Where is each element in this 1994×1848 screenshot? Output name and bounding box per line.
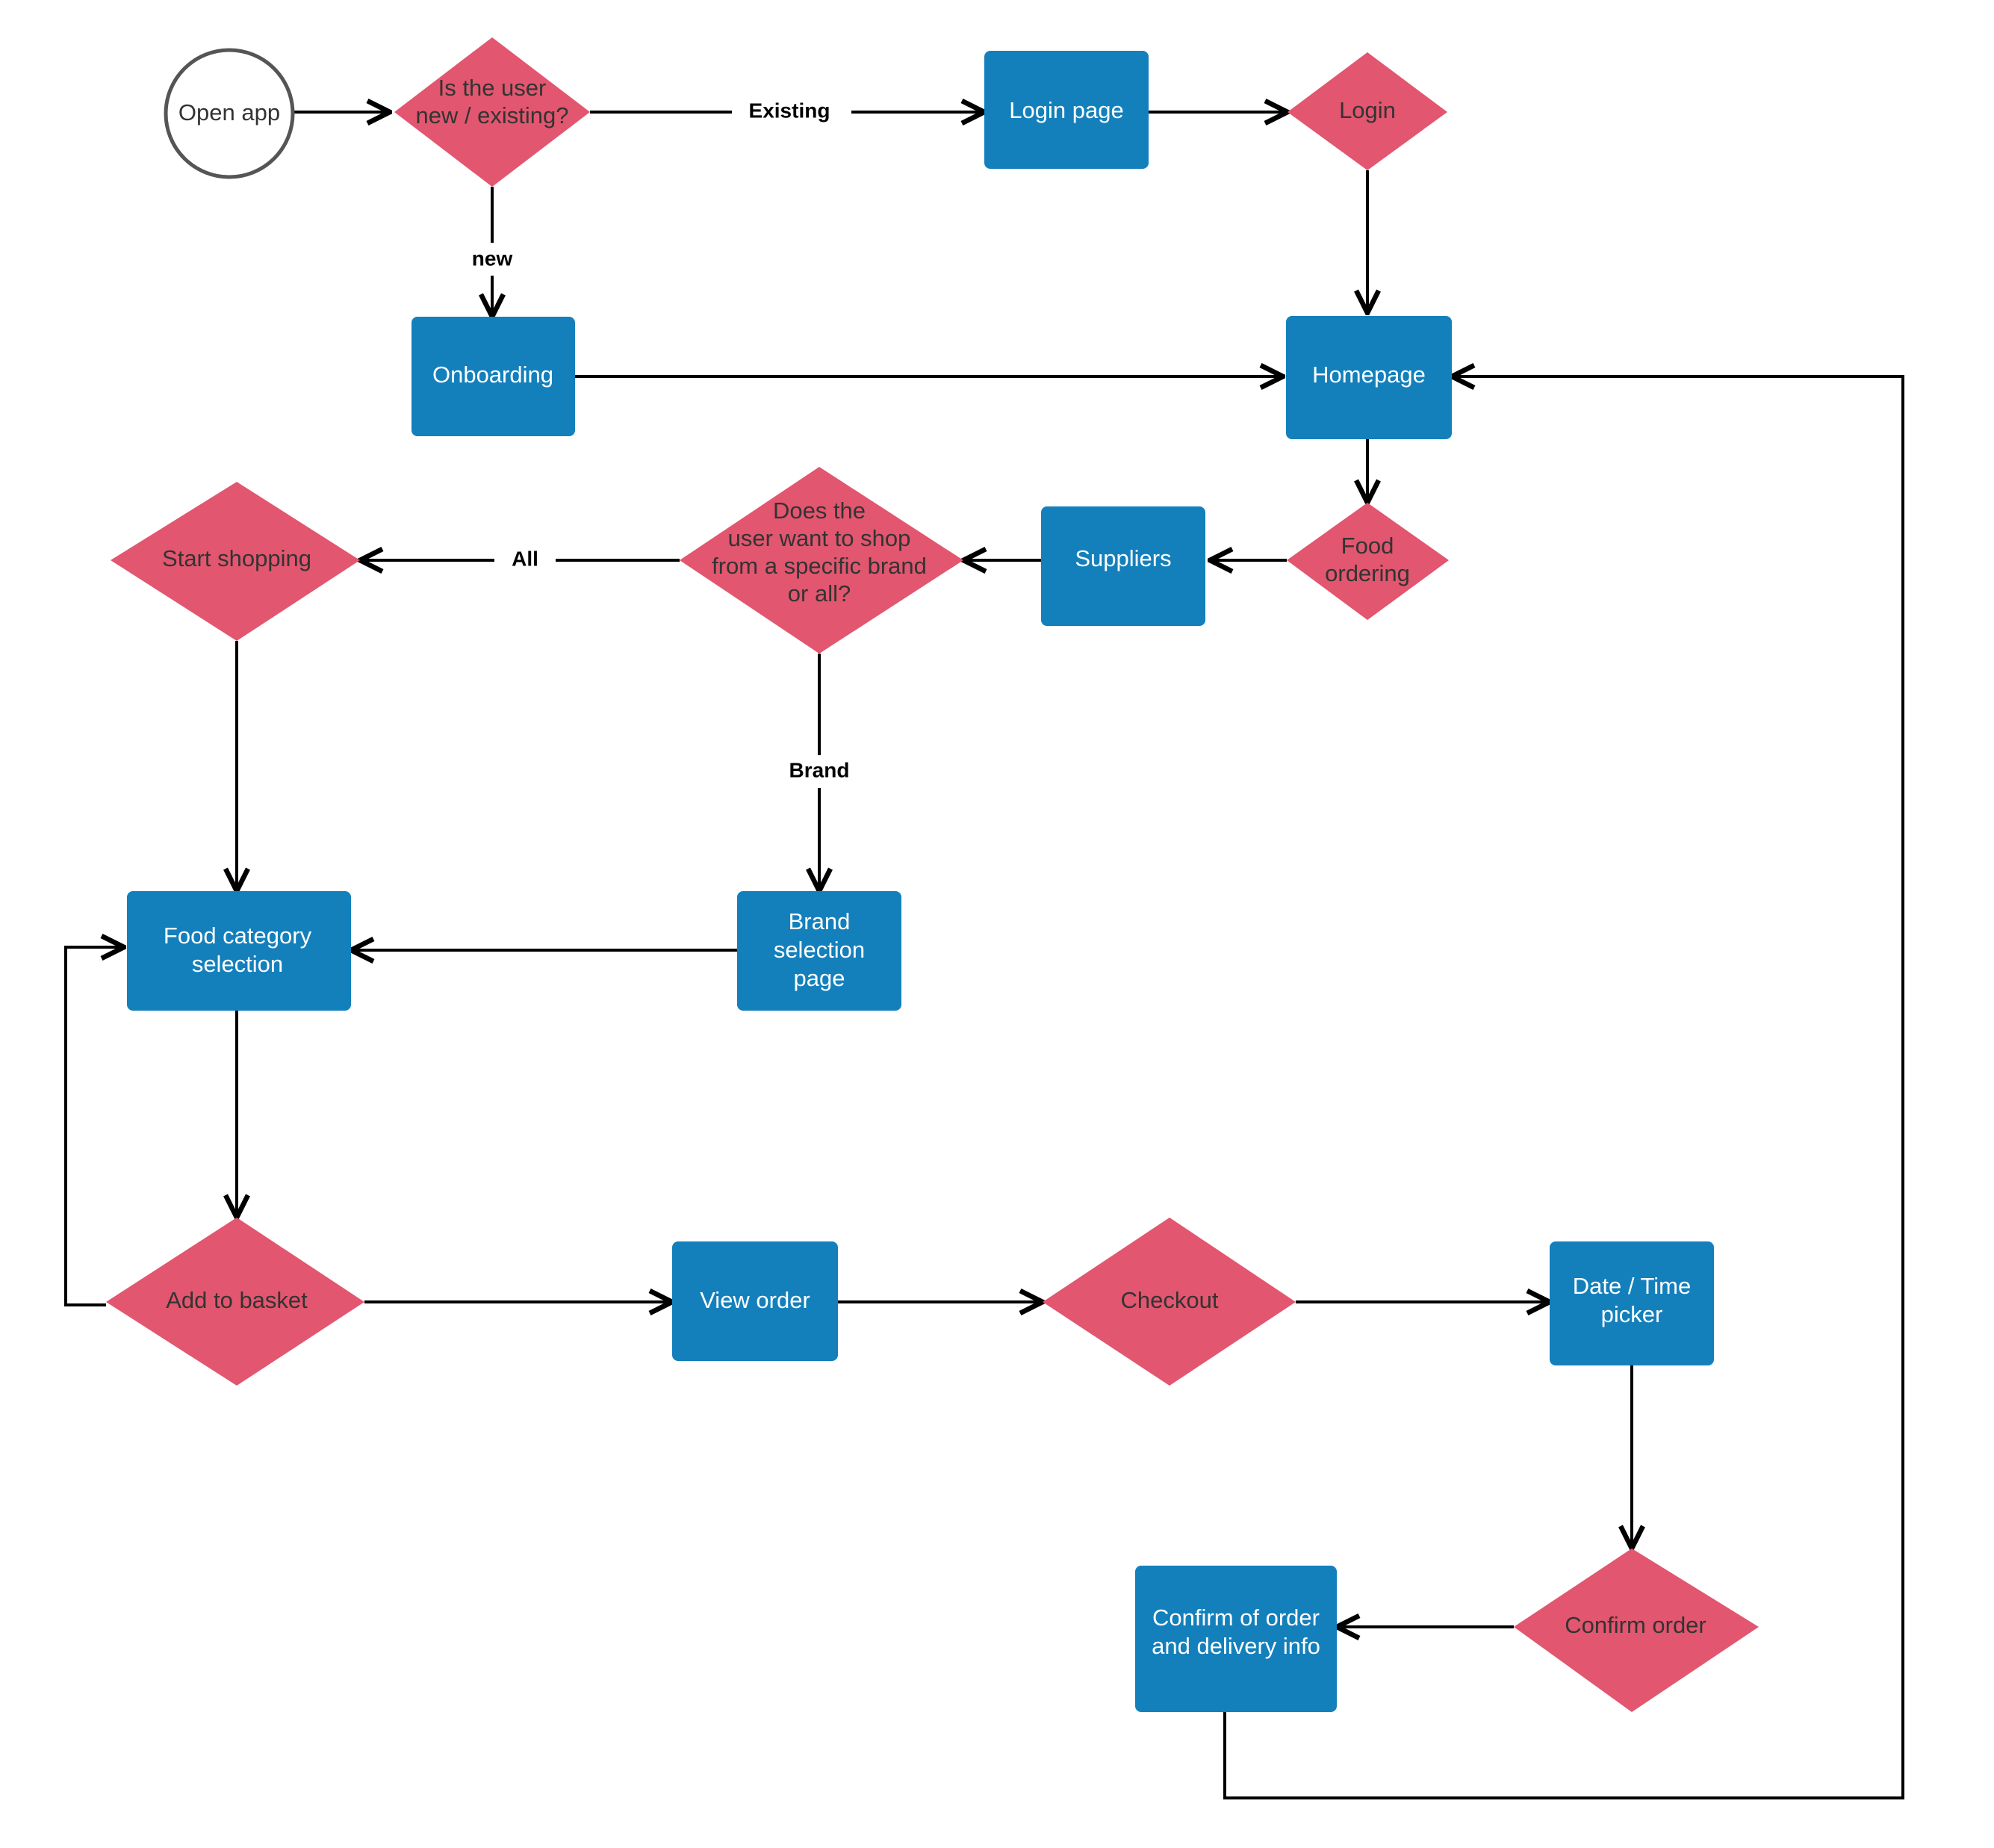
nodes-layer: Open app Is the user new / existing? Log… — [106, 37, 1759, 1712]
food-ordering-label-line1: Food — [1341, 533, 1394, 559]
node-login-page[interactable]: Login page — [984, 51, 1149, 169]
edge-label-brand-bg — [777, 755, 863, 788]
add-to-basket-shape — [106, 1218, 364, 1386]
food-category-selection-label-line2: selection — [192, 951, 283, 977]
start-shopping-label: Start shopping — [162, 545, 311, 571]
node-add-to-basket[interactable]: Add to basket — [106, 1218, 364, 1386]
food-category-selection-label-line1: Food category — [164, 923, 312, 949]
user-new-existing-label-line1: Is the user — [438, 75, 547, 101]
node-homepage[interactable]: Homepage — [1286, 316, 1452, 439]
login-label: Login — [1339, 97, 1396, 123]
confirm-of-order-shape — [1135, 1566, 1337, 1712]
food-ordering-label-line2: ordering — [1325, 560, 1410, 586]
edge-label-existing-group: Existing — [732, 96, 851, 128]
confirm-of-order-label-line1: Confirm of order — [1152, 1604, 1320, 1631]
node-checkout[interactable]: Checkout — [1043, 1218, 1296, 1386]
brand-or-all-label-line1: Does the — [773, 497, 866, 524]
edge-label-all-group: All — [494, 544, 556, 577]
node-onboarding[interactable]: Onboarding — [411, 317, 575, 436]
edge-label-new: new — [472, 246, 513, 270]
onboarding-shape — [411, 317, 575, 436]
node-open-app[interactable]: Open app — [164, 48, 295, 179]
edge-label-brand-group: Brand — [777, 755, 863, 788]
edge-label-new-group: new — [454, 243, 532, 276]
confirm-order-shape — [1514, 1548, 1759, 1712]
open-app-label: Open app — [178, 99, 280, 125]
brand-selection-page-shape — [737, 891, 901, 1011]
edge-label-all-bg — [494, 544, 556, 577]
node-date-time-picker[interactable]: Date / Time picker — [1550, 1241, 1714, 1365]
food-category-selection-shape — [127, 891, 351, 1011]
node-user-new-existing[interactable]: Is the user new / existing? — [394, 37, 590, 187]
view-order-shape — [672, 1241, 838, 1361]
node-food-category-selection[interactable]: Food category selection — [127, 891, 351, 1011]
suppliers-shape — [1041, 506, 1205, 626]
homepage-label: Homepage — [1312, 362, 1426, 388]
user-new-existing-shape — [394, 37, 590, 187]
brand-selection-page-label-line3: page — [794, 965, 845, 991]
edge-addtobasket-to-foodcategory-loop — [64, 947, 124, 1306]
brand-or-all-label-line3: from a specific brand — [712, 553, 927, 579]
login-shape — [1288, 52, 1447, 170]
open-app-shape — [164, 48, 295, 179]
node-food-ordering[interactable]: Food ordering — [1287, 503, 1449, 620]
brand-or-all-shape — [680, 467, 963, 654]
node-suppliers[interactable]: Suppliers — [1041, 506, 1205, 626]
edge-label-new-bg — [454, 243, 532, 276]
login-page-label: Login page — [1009, 97, 1123, 123]
brand-selection-page-label-line2: selection — [774, 937, 865, 963]
node-confirm-order[interactable]: Confirm order — [1514, 1548, 1759, 1712]
onboarding-label: Onboarding — [432, 362, 553, 388]
start-shopping-shape — [111, 482, 360, 641]
node-start-shopping[interactable]: Start shopping — [111, 482, 360, 641]
edges-layer — [64, 112, 1904, 1799]
edge-labels-layer: Existing new All Brand — [454, 96, 863, 788]
user-new-existing-label-line2: new / existing? — [415, 102, 568, 128]
node-confirm-of-order[interactable]: Confirm of order and delivery info — [1135, 1566, 1337, 1712]
node-login[interactable]: Login — [1288, 52, 1447, 170]
suppliers-label: Suppliers — [1075, 545, 1171, 571]
edge-label-existing: Existing — [749, 99, 830, 122]
confirm-of-order-label-line2: and delivery info — [1152, 1633, 1320, 1659]
brand-or-all-label-line4: or all? — [788, 580, 851, 607]
node-brand-or-all[interactable]: Does the user want to shop from a specif… — [680, 467, 963, 654]
confirm-order-label: Confirm order — [1565, 1612, 1706, 1638]
date-time-picker-label-line1: Date / Time — [1573, 1273, 1692, 1299]
edge-label-all: All — [512, 547, 538, 570]
homepage-shape — [1286, 316, 1452, 439]
brand-or-all-label-line2: user want to shop — [728, 525, 911, 551]
checkout-shape — [1043, 1218, 1296, 1386]
edge-confirmoforder-to-homepage-loop — [1223, 376, 1904, 1799]
date-time-picker-shape — [1550, 1241, 1714, 1365]
node-view-order[interactable]: View order — [672, 1241, 838, 1361]
view-order-label: View order — [700, 1287, 810, 1313]
node-brand-selection-page[interactable]: Brand selection page — [737, 891, 901, 1011]
edge-label-existing-bg — [732, 96, 851, 128]
add-to-basket-label: Add to basket — [166, 1287, 308, 1313]
food-ordering-shape — [1287, 503, 1449, 620]
edge-label-brand: Brand — [789, 758, 850, 781]
checkout-label: Checkout — [1121, 1287, 1219, 1313]
brand-selection-page-label-line1: Brand — [789, 908, 851, 934]
login-page-shape — [984, 51, 1149, 169]
date-time-picker-label-line2: picker — [1601, 1301, 1663, 1327]
